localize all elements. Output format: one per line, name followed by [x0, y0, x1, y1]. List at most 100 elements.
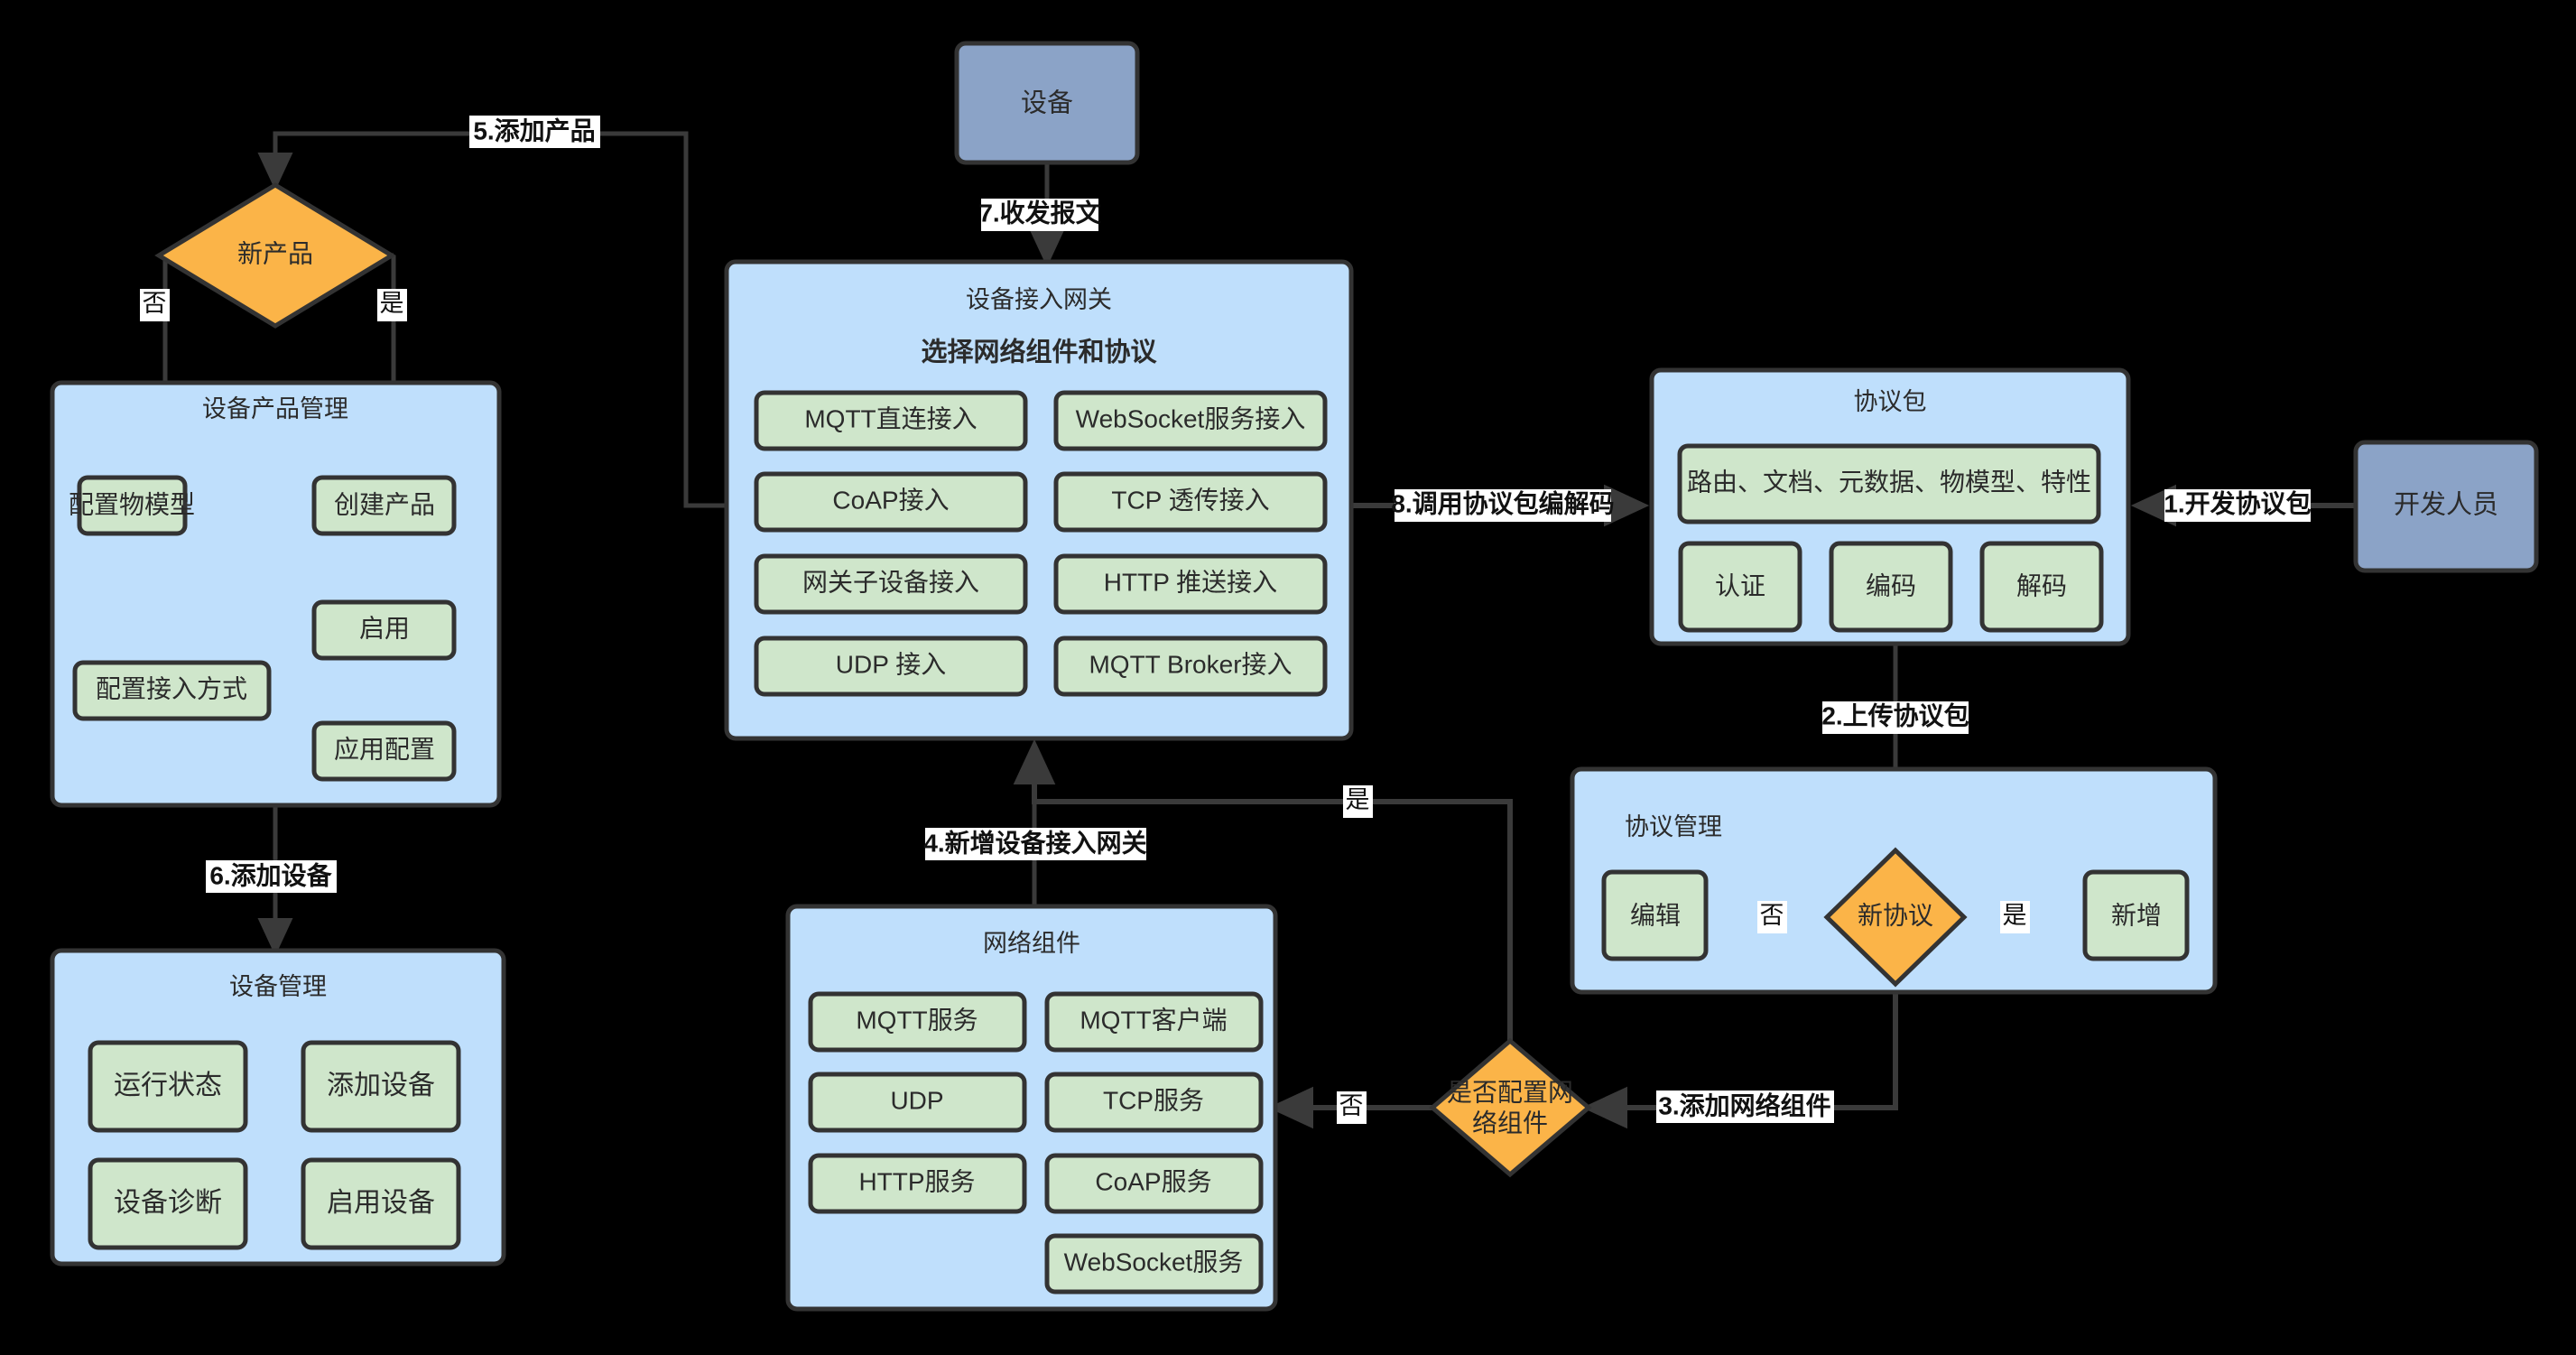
- node-routing-doc-meta-label: 路由、文档、元数据、物模型、特性: [1687, 468, 2091, 496]
- node-device[interactable]: 设备: [954, 41, 1140, 165]
- group-device-product-mgmt[interactable]: 设备产品管理 配置物模型 创建产品 启用 应用配置 配置接入方式: [50, 380, 502, 808]
- node-mqtt-direct[interactable]: MQTT直连接入: [754, 390, 1028, 451]
- node-run-status-label: 运行状态: [114, 1071, 222, 1100]
- edge-label-step7: 7.收发报文: [978, 198, 1101, 231]
- node-apply-config[interactable]: 应用配置: [311, 720, 457, 782]
- node-enable[interactable]: 启用: [311, 599, 457, 661]
- node-udp-service-label: UDP: [890, 1086, 943, 1114]
- node-device-diagnosis-label: 设备诊断: [114, 1188, 222, 1218]
- group-device-product-mgmt-title: 设备产品管理: [202, 395, 348, 422]
- svg-text:是: 是: [1346, 786, 1370, 813]
- edge-label-no-a: 否: [140, 289, 170, 321]
- svg-text:是: 是: [2003, 902, 2027, 929]
- node-enable-label: 启用: [359, 614, 410, 642]
- edge-label-yes-b: 是: [2000, 901, 2030, 933]
- svg-text:8.调用协议包编解码: 8.调用协议包编解码: [1391, 488, 1614, 517]
- decision-new-product[interactable]: 新产品: [154, 182, 396, 329]
- node-http-push-label: HTTP 推送接入: [1104, 568, 1277, 596]
- node-http-push[interactable]: HTTP 推送接入: [1053, 553, 1328, 615]
- node-config-access-mode[interactable]: 配置接入方式: [72, 660, 272, 721]
- node-gateway-subdevice[interactable]: 网关子设备接入: [754, 553, 1028, 615]
- edge-label-step3: 3.添加网络组件: [1656, 1090, 1834, 1123]
- node-auth-label: 认证: [1715, 571, 1765, 599]
- node-encode-label: 编码: [1866, 571, 1916, 599]
- node-create-product[interactable]: 创建产品: [311, 475, 457, 536]
- group-protocol-mgmt[interactable]: 协议管理 编辑 新增 新协议: [1570, 766, 2218, 995]
- node-apply-config-label: 应用配置: [334, 735, 435, 763]
- node-device-diagnosis[interactable]: 设备诊断: [88, 1157, 248, 1250]
- decision-new-product-label: 新产品: [237, 239, 313, 267]
- edge-label-no-b: 否: [1757, 901, 1787, 933]
- node-decode[interactable]: 解码: [1979, 541, 2104, 633]
- group-protocol-package-title: 协议包: [1854, 388, 1927, 415]
- node-tcp-passthrough[interactable]: TCP 透传接入: [1053, 471, 1328, 533]
- node-encode[interactable]: 编码: [1829, 541, 1953, 633]
- group-access-gateway-subtitle: 选择网络组件和协议: [921, 337, 1157, 367]
- node-mqtt-service-label: MQTT服务: [856, 1006, 978, 1034]
- node-mqtt-broker-label: MQTT Broker接入: [1089, 650, 1292, 678]
- edge-step5: [257, 131, 727, 508]
- svg-text:否: 否: [1339, 1092, 1364, 1119]
- group-device-mgmt-title: 设备管理: [229, 973, 327, 1000]
- node-edit[interactable]: 编辑: [1601, 869, 1709, 961]
- node-add-new[interactable]: 新增: [2082, 869, 2190, 961]
- node-udp-access[interactable]: UDP 接入: [754, 636, 1028, 697]
- decision-configure-network-component-label-1: 是否配置网: [1447, 1078, 1573, 1106]
- svg-text:是: 是: [380, 290, 404, 317]
- group-access-gateway-title: 设备接入网关: [966, 286, 1112, 313]
- node-device-label: 设备: [1021, 88, 1073, 118]
- node-run-status[interactable]: 运行状态: [88, 1040, 248, 1133]
- node-http-service[interactable]: HTTP服务: [808, 1153, 1027, 1214]
- node-auth[interactable]: 认证: [1678, 541, 1802, 633]
- node-websocket-service[interactable]: WebSocket服务: [1044, 1233, 1264, 1295]
- svg-text:1.开发协议包: 1.开发协议包: [2164, 488, 2311, 517]
- node-udp-access-label: UDP 接入: [836, 650, 946, 678]
- node-config-thing-model-label: 配置物模型: [69, 490, 195, 518]
- node-coap-access[interactable]: CoAP接入: [754, 471, 1028, 533]
- group-protocol-mgmt-title: 协议管理: [1625, 813, 1722, 840]
- group-access-gateway[interactable]: 设备接入网关 选择网络组件和协议 MQTT直连接入 WebSocket服务接入 …: [724, 259, 1354, 741]
- svg-text:7.收发报文: 7.收发报文: [978, 198, 1100, 227]
- edge-label-no-c: 否: [1337, 1091, 1367, 1124]
- node-edit-label: 编辑: [1630, 901, 1681, 929]
- node-tcp-passthrough-label: TCP 透传接入: [1111, 486, 1269, 514]
- svg-text:5.添加产品: 5.添加产品: [473, 116, 595, 144]
- decision-configure-network-component-label-2: 络组件: [1472, 1109, 1548, 1137]
- group-device-mgmt[interactable]: 设备管理 运行状态 添加设备 设备诊断 启用设备: [50, 948, 506, 1267]
- edge-label-yes-a: 是: [377, 289, 407, 321]
- node-mqtt-direct-label: MQTT直连接入: [804, 404, 977, 432]
- node-create-product-label: 创建产品: [334, 490, 435, 518]
- edge-label-step1: 1.开发协议包: [2164, 488, 2312, 522]
- node-config-access-mode-label: 配置接入方式: [96, 674, 247, 702]
- node-websocket-service-label: WebSocket服务: [1064, 1248, 1244, 1276]
- node-http-service-label: HTTP服务: [858, 1167, 975, 1195]
- node-tcp-service[interactable]: TCP服务: [1044, 1072, 1264, 1133]
- node-udp-service[interactable]: UDP: [808, 1072, 1027, 1133]
- node-mqtt-broker[interactable]: MQTT Broker接入: [1053, 636, 1328, 697]
- svg-text:否: 否: [1760, 902, 1784, 929]
- node-add-new-label: 新增: [2111, 901, 2162, 929]
- node-config-thing-model[interactable]: 配置物模型: [69, 475, 195, 536]
- edge-label-step8: 8.调用协议包编解码: [1391, 488, 1615, 522]
- decision-configure-network-component[interactable]: 是否配置网 络组件: [1429, 1037, 1592, 1178]
- edge-label-yes-c: 是: [1343, 785, 1373, 818]
- svg-text:3.添加网络组件: 3.添加网络组件: [1658, 1090, 1830, 1119]
- node-mqtt-client[interactable]: MQTT客户端: [1044, 991, 1264, 1053]
- svg-text:4.新增设备接入网关: 4.新增设备接入网关: [923, 829, 1146, 857]
- group-network-components[interactable]: 网络组件 MQTT服务 MQTT客户端 UDP TCP服务 HTTP服务 CoA…: [785, 904, 1278, 1312]
- edge-step3: [1581, 984, 1898, 1129]
- group-protocol-package[interactable]: 协议包 路由、文档、元数据、物模型、特性 认证 编码 解码: [1649, 367, 2131, 646]
- node-enable-device[interactable]: 启用设备: [301, 1157, 461, 1250]
- node-decode-label: 解码: [2016, 571, 2067, 599]
- node-coap-service-label: CoAP服务: [1095, 1167, 1211, 1195]
- node-developer[interactable]: 开发人员: [2353, 440, 2539, 573]
- node-mqtt-service[interactable]: MQTT服务: [808, 991, 1027, 1053]
- node-add-device[interactable]: 添加设备: [301, 1040, 461, 1133]
- node-developer-label: 开发人员: [2394, 490, 2498, 520]
- node-websocket-access[interactable]: WebSocket服务接入: [1053, 390, 1328, 451]
- node-routing-doc-meta[interactable]: 路由、文档、元数据、物模型、特性: [1677, 443, 2101, 524]
- node-coap-service[interactable]: CoAP服务: [1044, 1153, 1264, 1214]
- svg-text:6.添加设备: 6.添加设备: [209, 861, 332, 889]
- decision-new-protocol[interactable]: 新协议: [1823, 847, 1968, 988]
